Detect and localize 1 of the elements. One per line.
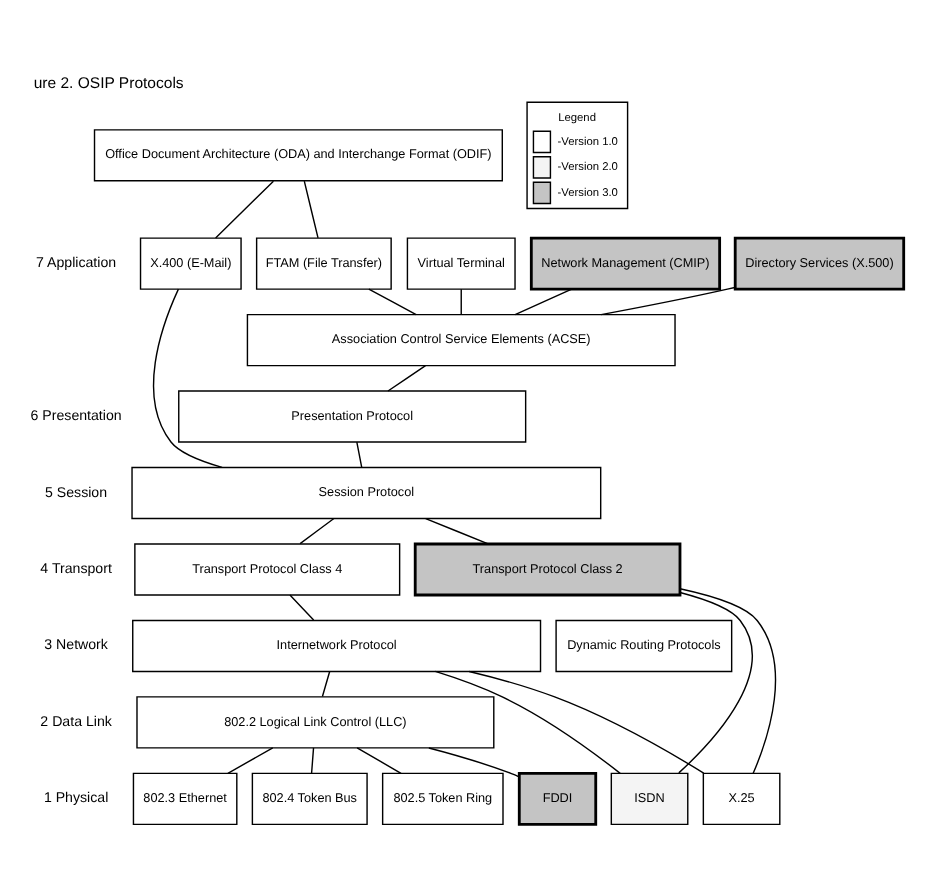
diagram-title: ure 2. OSIP Protocols [33, 73, 184, 92]
